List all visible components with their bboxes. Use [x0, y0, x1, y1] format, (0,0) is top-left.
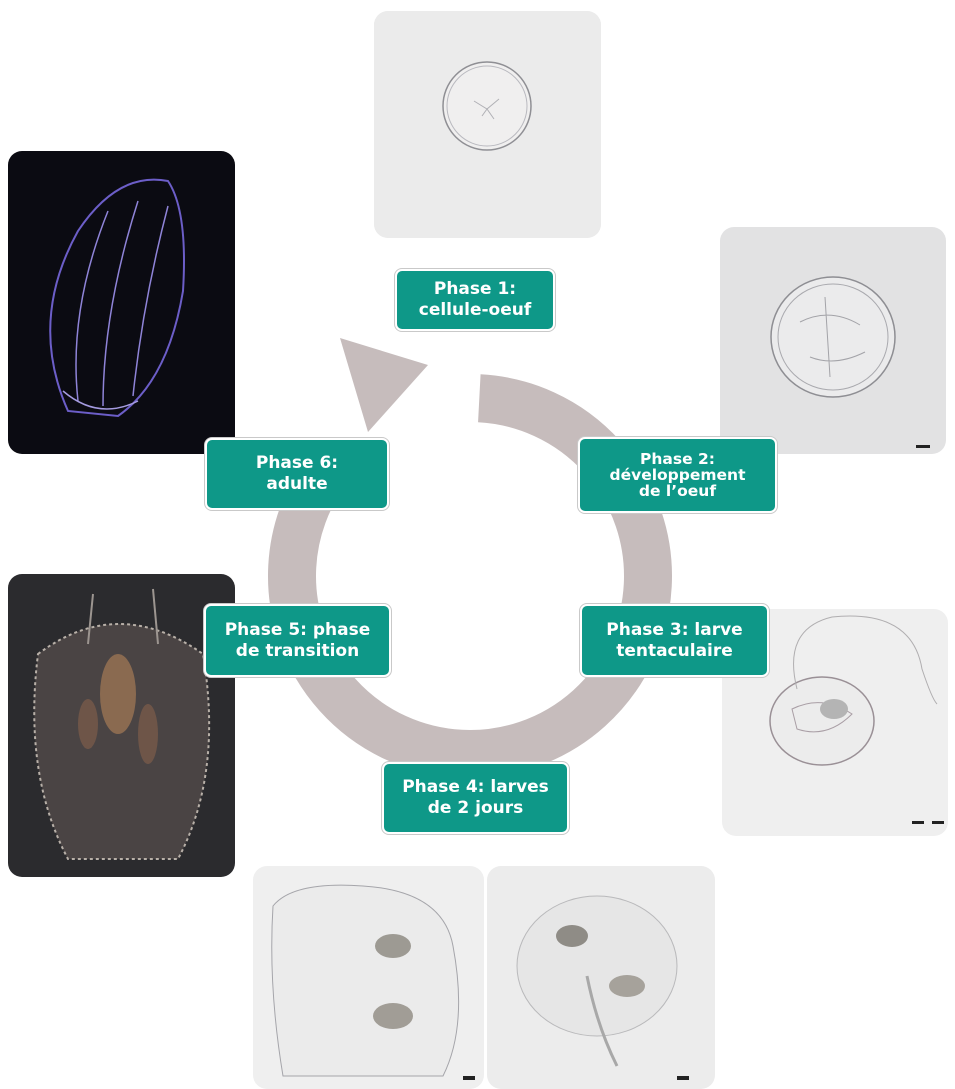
photo-adult	[8, 151, 235, 454]
phase-1-label: Phase 1: cellule-oeuf	[395, 269, 555, 331]
photo-two-day-larva-1	[253, 866, 484, 1089]
phase-3-label: Phase 3: larve tentaculaire	[580, 604, 769, 677]
photo-egg-cell	[374, 11, 601, 238]
phase-4-label: Phase 4: larves de 2 jours	[382, 762, 569, 834]
photo-egg-development	[720, 227, 946, 454]
photo-transition-phase	[8, 574, 235, 877]
phase-6-label: Phase 6: adulte	[205, 438, 389, 510]
cycle-arrowhead	[340, 338, 428, 432]
phase-2-label: Phase 2: développement de l’oeuf	[578, 437, 777, 513]
photo-two-day-larva-2	[487, 866, 715, 1089]
phase-5-label: Phase 5: phase de transition	[204, 604, 391, 677]
